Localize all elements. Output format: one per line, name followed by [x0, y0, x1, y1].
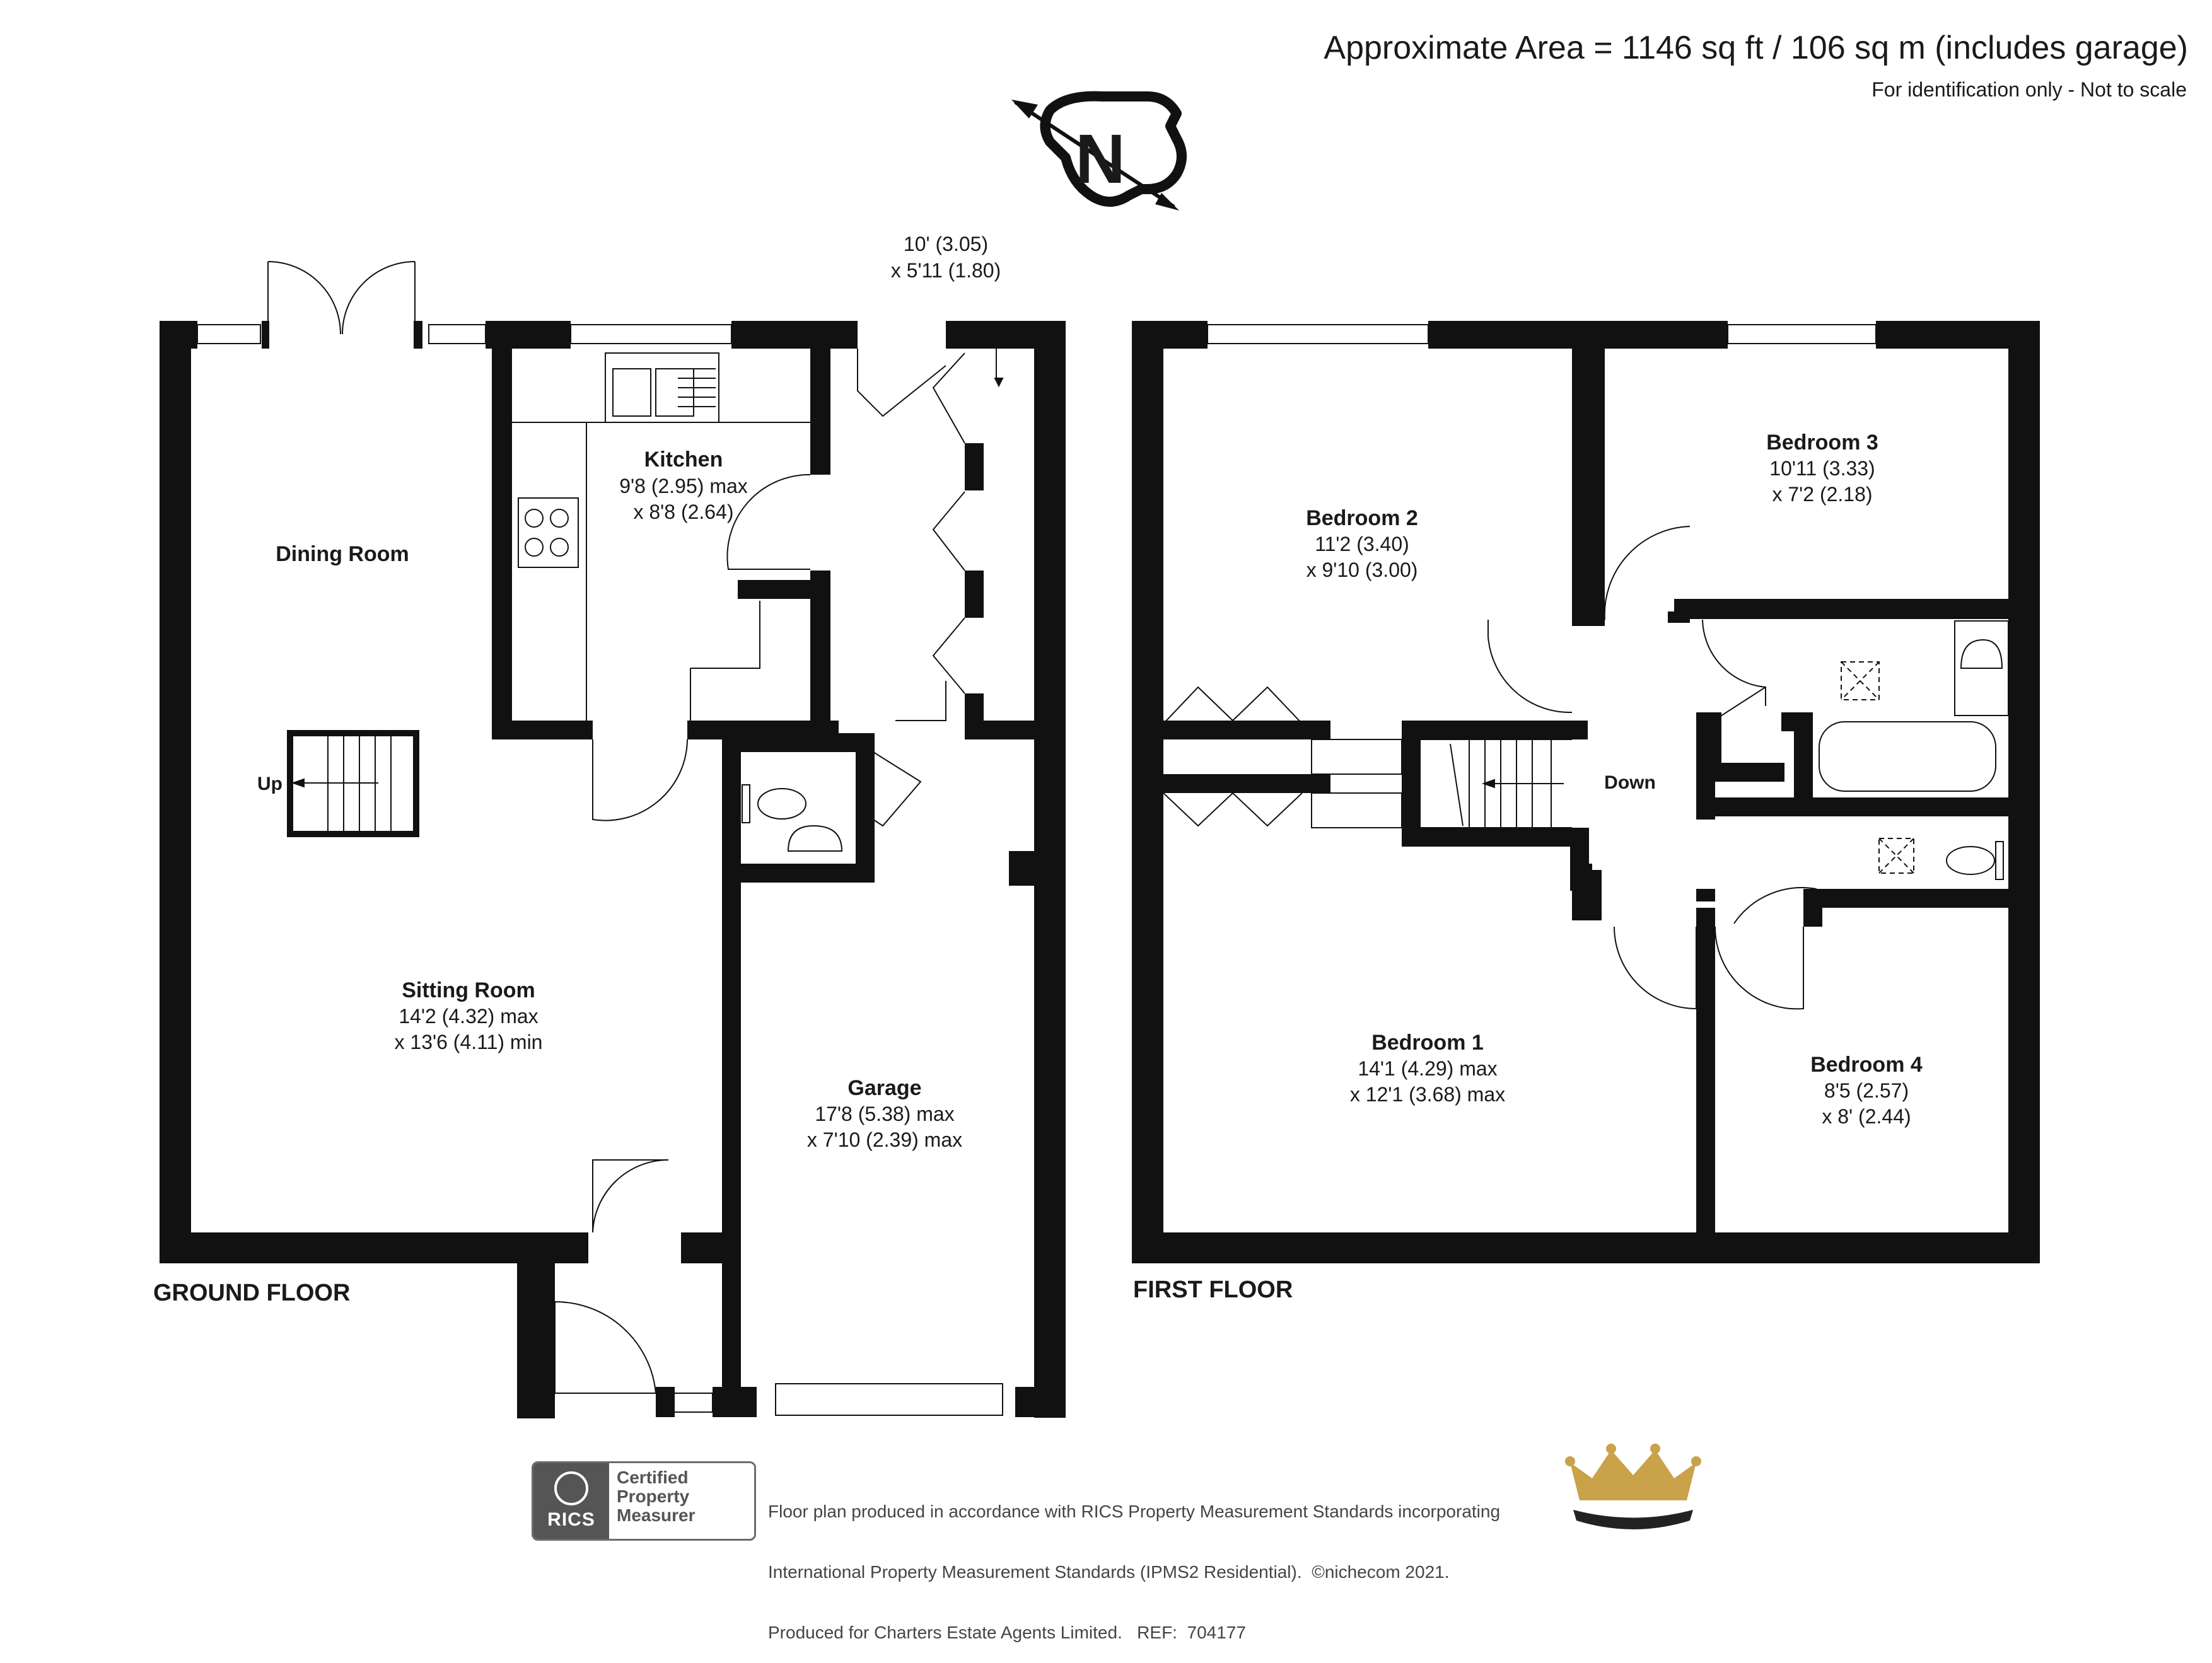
stair-label-down: Down: [1604, 772, 1656, 793]
first-floor-label: FIRST FLOOR: [1133, 1277, 1293, 1303]
room-dim-bedroom4-2: x 8' (2.44): [1822, 1105, 1911, 1128]
stair-label-up: Up: [257, 774, 282, 794]
room-name-dining: Dining Room: [276, 542, 409, 566]
footer-line-2: International Property Measurement Stand…: [768, 1562, 1450, 1582]
footer-line-1: Floor plan produced in accordance with R…: [768, 1502, 1501, 1521]
room-dim-bedroom2-2: x 9'10 (3.00): [1307, 559, 1418, 581]
footer-line-3: Produced for Charters Estate Agents Limi…: [768, 1623, 1246, 1642]
room-dim-kitchen-1: 9'8 (2.95) max: [619, 475, 748, 497]
room-dim-garage-2: x 7'10 (2.39) max: [807, 1128, 962, 1151]
room-dim-bedroom1-2: x 12'1 (3.68) max: [1350, 1083, 1505, 1106]
first-floor-fixtures: [1163, 324, 2009, 1260]
rics-logo: RICS: [533, 1463, 609, 1539]
room-dim-bedroom4-1: 8'5 (2.57): [1824, 1079, 1909, 1102]
room-name-bedroom4: Bedroom 4: [1810, 1053, 1923, 1077]
room-name-garage: Garage: [847, 1076, 921, 1100]
footer-disclaimer: Floor plan produced in accordance with R…: [768, 1461, 1500, 1663]
room-dim-bedroom3-2: x 7'2 (2.18): [1772, 483, 1872, 506]
rics-certified-badge: RICS Certified Property Measurer: [532, 1461, 756, 1541]
ground-floor-fixtures: [197, 261, 1004, 1416]
first-floor-plan: [1132, 321, 2040, 1263]
badge-line-2: Property: [617, 1486, 690, 1506]
floor-plan-drawing: N: [160, 91, 2040, 1529]
room-name-bedroom1: Bedroom 1: [1371, 1031, 1484, 1055]
garden-dimension-line1: 10' (3.05): [904, 233, 988, 255]
room-name-bedroom2: Bedroom 2: [1306, 506, 1418, 530]
north-arrow-icon: N: [1011, 91, 1187, 211]
crown-logo-icon: [1565, 1444, 1701, 1529]
scale-disclaimer: For identification only - Not to scale: [1871, 78, 2187, 101]
rics-brand: RICS: [547, 1509, 595, 1530]
rics-lion-icon: [554, 1471, 588, 1505]
compass-letter: N: [1075, 120, 1125, 198]
ground-floor-label: GROUND FLOOR: [153, 1280, 351, 1306]
room-name-bedroom3: Bedroom 3: [1766, 431, 1878, 455]
room-dim-bedroom3-1: 10'11 (3.33): [1769, 457, 1875, 480]
garden-dimension-line2: x 5'11 (1.80): [891, 259, 1001, 282]
approximate-area-text: Approximate Area = 1146 sq ft / 106 sq m…: [1324, 30, 2188, 66]
ground-floor-labels: 10' (3.05) x 5'11 (1.80) Dining Room Kit…: [257, 233, 1001, 1151]
room-dim-kitchen-2: x 8'8 (2.64): [633, 501, 733, 523]
room-dim-bedroom2-1: 11'2 (3.40): [1315, 533, 1409, 555]
first-floor-labels: Bedroom 2 11'2 (3.40) x 9'10 (3.00) Bedr…: [1306, 431, 1923, 1128]
room-name-sitting: Sitting Room: [402, 978, 535, 1002]
room-dim-sitting-2: x 13'6 (4.11) min: [395, 1031, 543, 1053]
rics-certification-text: Certified Property Measurer: [609, 1463, 703, 1539]
ground-floor-plan: [160, 321, 1066, 1418]
room-name-kitchen: Kitchen: [644, 448, 723, 472]
room-dim-bedroom1-1: 14'1 (4.29) max: [1358, 1057, 1497, 1080]
room-dim-garage-1: 17'8 (5.38) max: [815, 1103, 954, 1125]
badge-line-3: Measurer: [617, 1505, 696, 1525]
badge-line-1: Certified: [617, 1468, 689, 1487]
room-dim-sitting-1: 14'2 (4.32) max: [399, 1005, 538, 1028]
